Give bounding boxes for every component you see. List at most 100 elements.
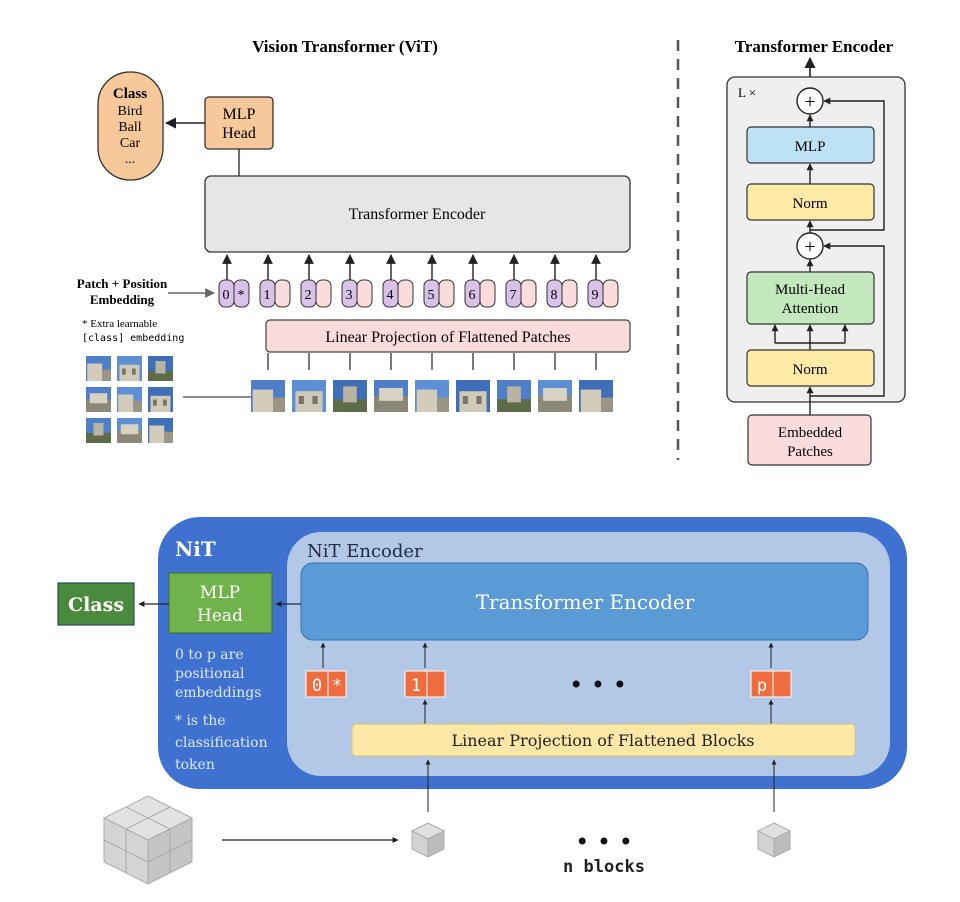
residual-connection <box>810 242 885 397</box>
image-patch <box>292 380 326 412</box>
encoder-detail-title: Transformer Encoder <box>735 37 894 56</box>
image-patch <box>456 380 490 412</box>
extra-note: [class] embedding <box>82 333 184 344</box>
patch-position-label: Patch + Position <box>77 276 168 291</box>
image-patch-grid <box>86 356 173 443</box>
image-patch <box>333 380 367 412</box>
nit-mlp-head-label: Head <box>197 606 243 626</box>
vit-token-label: 6 <box>469 288 476 303</box>
image-patch <box>148 418 173 443</box>
image-patch <box>117 356 142 381</box>
nit-note: * is the <box>175 713 226 729</box>
nit-panel: NiT NiT Encoder Transformer Encoder MLP … <box>57 517 907 812</box>
vit-token-label: 3 <box>346 288 353 303</box>
vit-token-label: 7 <box>510 288 517 303</box>
vit-token-label: 4 <box>387 288 394 303</box>
nit-token-ellipsis: • • • <box>569 671 627 699</box>
vit-cls-marker: * <box>238 288 245 303</box>
nit-note: token <box>175 757 215 773</box>
vit-token: 4 <box>382 254 414 370</box>
nit-title: NiT <box>175 537 216 561</box>
image-patch <box>86 356 111 381</box>
vit-token-label: 9 <box>592 288 599 303</box>
vit-linear-projection-label: Linear Projection of Flattened Patches <box>325 329 570 346</box>
mlp-block-label: MLP <box>795 139 826 155</box>
image-patch <box>148 387 173 412</box>
extra-note: * Extra learnable <box>82 318 157 330</box>
vit-token-label: 5 <box>428 288 435 303</box>
nit-note: 0 to p are <box>175 647 244 663</box>
vit-token: 0* <box>218 254 250 308</box>
plus-symbol: + <box>804 91 815 113</box>
vit-transformer-encoder-label: Transformer Encoder <box>349 206 486 223</box>
image-patch <box>538 380 572 412</box>
nit-token-cell <box>426 670 446 698</box>
vit-transformer-encoder <box>204 175 631 253</box>
nit-token-cell <box>772 670 792 698</box>
nit-mlp-head <box>168 572 273 634</box>
vit-token: 7 <box>505 254 537 370</box>
nit-note: classification <box>175 735 268 751</box>
nit-class-box <box>57 582 135 626</box>
image-patch <box>86 418 111 443</box>
nit-token-cell <box>327 670 347 698</box>
image-patch <box>415 380 449 412</box>
volume-cube <box>102 795 194 885</box>
vit-token: 6 <box>464 254 496 370</box>
block-cube <box>756 822 792 858</box>
image-patch <box>117 418 142 443</box>
vit-token: 5 <box>423 254 455 370</box>
norm-label: Norm <box>793 362 828 378</box>
embedded-patches-label: Embedded <box>778 425 843 441</box>
attention-label: Attention <box>782 301 839 317</box>
nit-token-label: 0 <box>312 676 322 696</box>
vit-panel: Vision Transformer (ViT) Class Bird Ball… <box>77 37 631 443</box>
nit-linear-projection-label: Linear Projection of Flattened Blocks <box>452 731 755 750</box>
embedded-patches-label: Patches <box>787 444 833 460</box>
vit-class-title: Class <box>113 86 147 102</box>
blocks-ellipsis: • • • <box>575 828 633 856</box>
plus-symbol: + <box>804 236 815 258</box>
flattened-patch-row <box>251 380 613 412</box>
vit-token: 9 <box>587 254 619 370</box>
image-patch <box>579 380 613 412</box>
nit-note: positional <box>175 666 245 682</box>
image-patch <box>86 387 111 412</box>
vit-token-label: 2 <box>305 288 312 303</box>
vit-class-item: Ball <box>118 120 141 135</box>
encoder-detail-panel: Transformer Encoder L × + MLP Norm + Mul… <box>726 37 906 466</box>
vit-mlp-head-label: Head <box>222 125 256 142</box>
vit-token-label: 0 <box>223 288 230 303</box>
nit-linear-projection <box>351 723 856 757</box>
vit-mlp-head-label: MLP <box>223 106 256 123</box>
vit-token: 3 <box>341 254 373 370</box>
vit-class-item: ... <box>125 152 136 167</box>
blocks-label: n blocks <box>563 857 645 877</box>
vit-token: 8 <box>546 254 578 370</box>
nit-cls-marker: * <box>332 676 342 696</box>
image-patch <box>251 380 285 412</box>
vit-token-label: 1 <box>264 288 271 303</box>
vit-class-item: Bird <box>118 104 143 119</box>
nit-transformer-encoder-label: Transformer Encoder <box>476 590 695 614</box>
repeat-label: L × <box>738 85 756 100</box>
nit-class-label: Class <box>68 594 124 616</box>
image-patch <box>374 380 408 412</box>
vit-title: Vision Transformer (ViT) <box>252 37 438 56</box>
norm-label: Norm <box>793 196 828 212</box>
attention-label: Multi-Head <box>775 282 845 298</box>
residual-connection <box>810 97 885 231</box>
nit-mlp-head-label: MLP <box>200 583 240 603</box>
vit-class-item: Car <box>120 136 141 151</box>
patch-position-label: Embedding <box>90 292 155 307</box>
vit-class-box <box>97 71 164 181</box>
nit-token-label: p <box>757 676 767 696</box>
nit-note: embeddings <box>175 685 261 701</box>
nit-encoder-title: NiT Encoder <box>307 541 423 562</box>
add-node <box>796 87 824 115</box>
vit-token: 1 <box>259 254 291 370</box>
vit-token: 2 <box>300 254 332 370</box>
nit-token-label: 1 <box>411 676 421 696</box>
